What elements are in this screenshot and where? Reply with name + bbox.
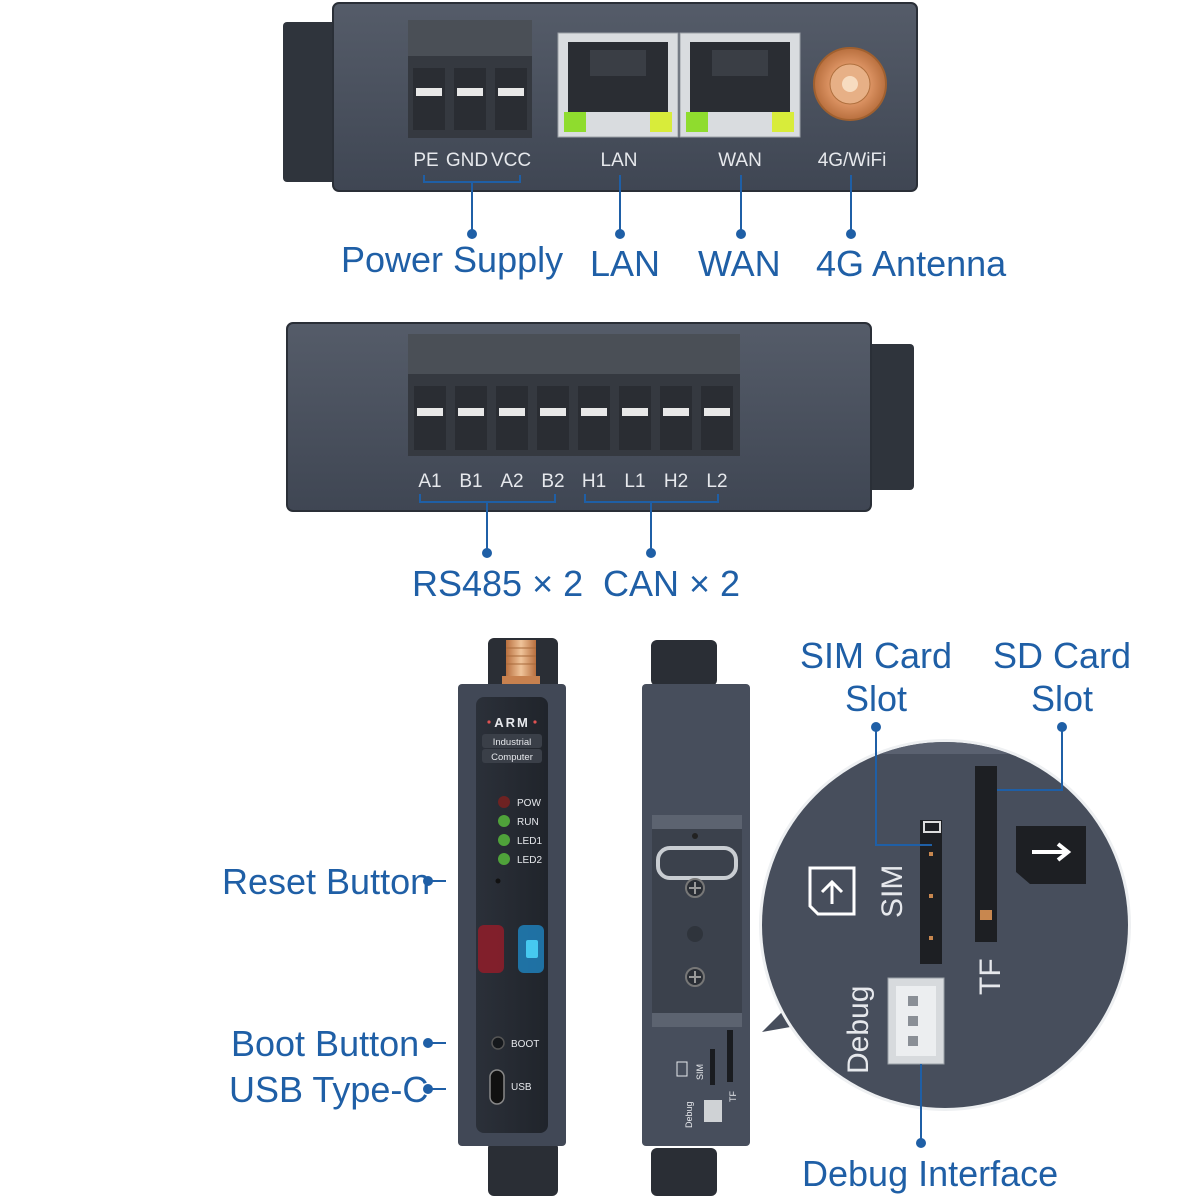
led-label-pow: POW	[517, 798, 541, 809]
led-1	[498, 834, 510, 846]
callout-can: CAN × 2	[603, 563, 741, 604]
terminal-pin-a2	[496, 386, 528, 450]
antenna-connector	[813, 47, 887, 121]
pin-label-h2: H2	[664, 471, 688, 492]
middle-callout-lines	[419, 494, 719, 558]
callout-power-supply: Power Supply	[341, 239, 564, 280]
middle-panel-device: A1 B1 A2 B2 H1 L1 H2 L2	[286, 322, 914, 512]
callout-sim-line2: Slot	[844, 678, 908, 719]
side-sim-label: SIM	[695, 1064, 705, 1080]
pin-label-l2: L2	[706, 471, 727, 492]
pin-label-a1: A1	[418, 471, 441, 492]
led-label-led1: LED1	[517, 836, 542, 847]
brand-logo: ARM	[494, 715, 530, 730]
callout-wan: WAN	[698, 243, 781, 284]
reset-pinhole	[495, 878, 501, 884]
brand-subtitle-1: Industrial	[493, 737, 532, 748]
rs485-can-terminal-block	[408, 334, 740, 456]
wan-port	[679, 32, 801, 138]
callout-rs485: RS485 × 2	[412, 563, 584, 604]
label-lan-port: LAN	[601, 150, 638, 171]
terminal-pin-release-b1	[458, 408, 484, 416]
front-antenna-connector	[502, 640, 540, 686]
terminal-pin-release-b2	[540, 408, 566, 416]
led-label-run: RUN	[517, 817, 539, 828]
callout-sim-line1: SIM Card	[799, 635, 953, 676]
callout-reset-button: Reset Button	[222, 861, 431, 902]
zoom-sim-label: SIM	[876, 865, 909, 918]
label-gnd: GND	[446, 150, 488, 171]
side-tf-label: TF	[728, 1091, 738, 1102]
lan-port	[557, 32, 679, 138]
zoom-callout-lines	[871, 722, 1067, 1148]
callout-sim-card-slot: SIM Card Slot	[795, 634, 957, 720]
terminal-pin-b2	[537, 386, 569, 450]
zoom-debug-label: Debug	[842, 986, 875, 1074]
terminal-pin-release-h1	[581, 408, 607, 416]
label-vcc: VCC	[491, 150, 531, 171]
terminal-pin-l2	[701, 386, 733, 450]
usb-c-port[interactable]	[489, 1069, 505, 1105]
callout-sd-line1: SD Card	[992, 635, 1132, 676]
top-panel-device: PE GND VCC LAN WAN 4G/WiFi	[283, 2, 918, 192]
label-pe: PE	[413, 150, 438, 171]
front-callout-lines	[423, 876, 446, 1094]
terminal-pin-release-l1	[622, 408, 648, 416]
callout-sd-line2: Slot	[1030, 678, 1094, 719]
boot-button[interactable]	[491, 1036, 505, 1050]
usb-label: USB	[511, 1082, 532, 1093]
callout-boot-button: Boot Button	[231, 1023, 420, 1064]
terminal-pin-h2	[660, 386, 692, 450]
terminal-pin-b1	[455, 386, 487, 450]
side-debug-label: Debug	[684, 1101, 694, 1128]
front-panel-device: ARM Industrial Computer POW RUN LED1 LED…	[458, 638, 566, 1196]
boot-label: BOOT	[511, 1039, 539, 1050]
side-panel-device: SIM TF Debug	[642, 640, 750, 1196]
terminal-pin-release-l2	[704, 408, 730, 416]
pin-label-b1: B1	[459, 471, 482, 492]
terminal-pin-l1	[619, 386, 651, 450]
top-callout-lines	[423, 175, 856, 239]
terminal-pin-a1	[414, 386, 446, 450]
terminal-pin-release-h2	[663, 408, 689, 416]
pin-label-b2: B2	[541, 471, 564, 492]
power-terminal-block	[408, 20, 532, 138]
terminal-pin-h1	[578, 386, 610, 450]
callout-debug-interface: Debug Interface	[802, 1153, 1059, 1194]
led-pow	[498, 796, 510, 808]
callout-usb-type-c: USB Type-C	[229, 1069, 429, 1110]
callout-lan: LAN	[590, 243, 661, 284]
led-label-led2: LED2	[517, 855, 542, 866]
zoom-tf-label: TF	[974, 958, 1007, 995]
brand-subtitle-2: Computer	[491, 752, 533, 763]
led-run	[498, 815, 510, 827]
terminal-pin-release-a2	[499, 408, 525, 416]
pin-label-l1: L1	[624, 471, 645, 492]
pin-label-a2: A2	[500, 471, 523, 492]
callout-sd-card-slot: SD Card Slot	[985, 634, 1139, 720]
zoom-detail: SIM TF Debug	[759, 739, 1131, 1111]
led-2	[498, 853, 510, 865]
terminal-pin-release-a1	[417, 408, 443, 416]
callout-4g-antenna: 4G Antenna	[816, 243, 1007, 284]
pin-label-h1: H1	[582, 471, 606, 492]
label-wan-port: WAN	[718, 150, 762, 171]
label-4g-wifi: 4G/WiFi	[818, 150, 887, 171]
